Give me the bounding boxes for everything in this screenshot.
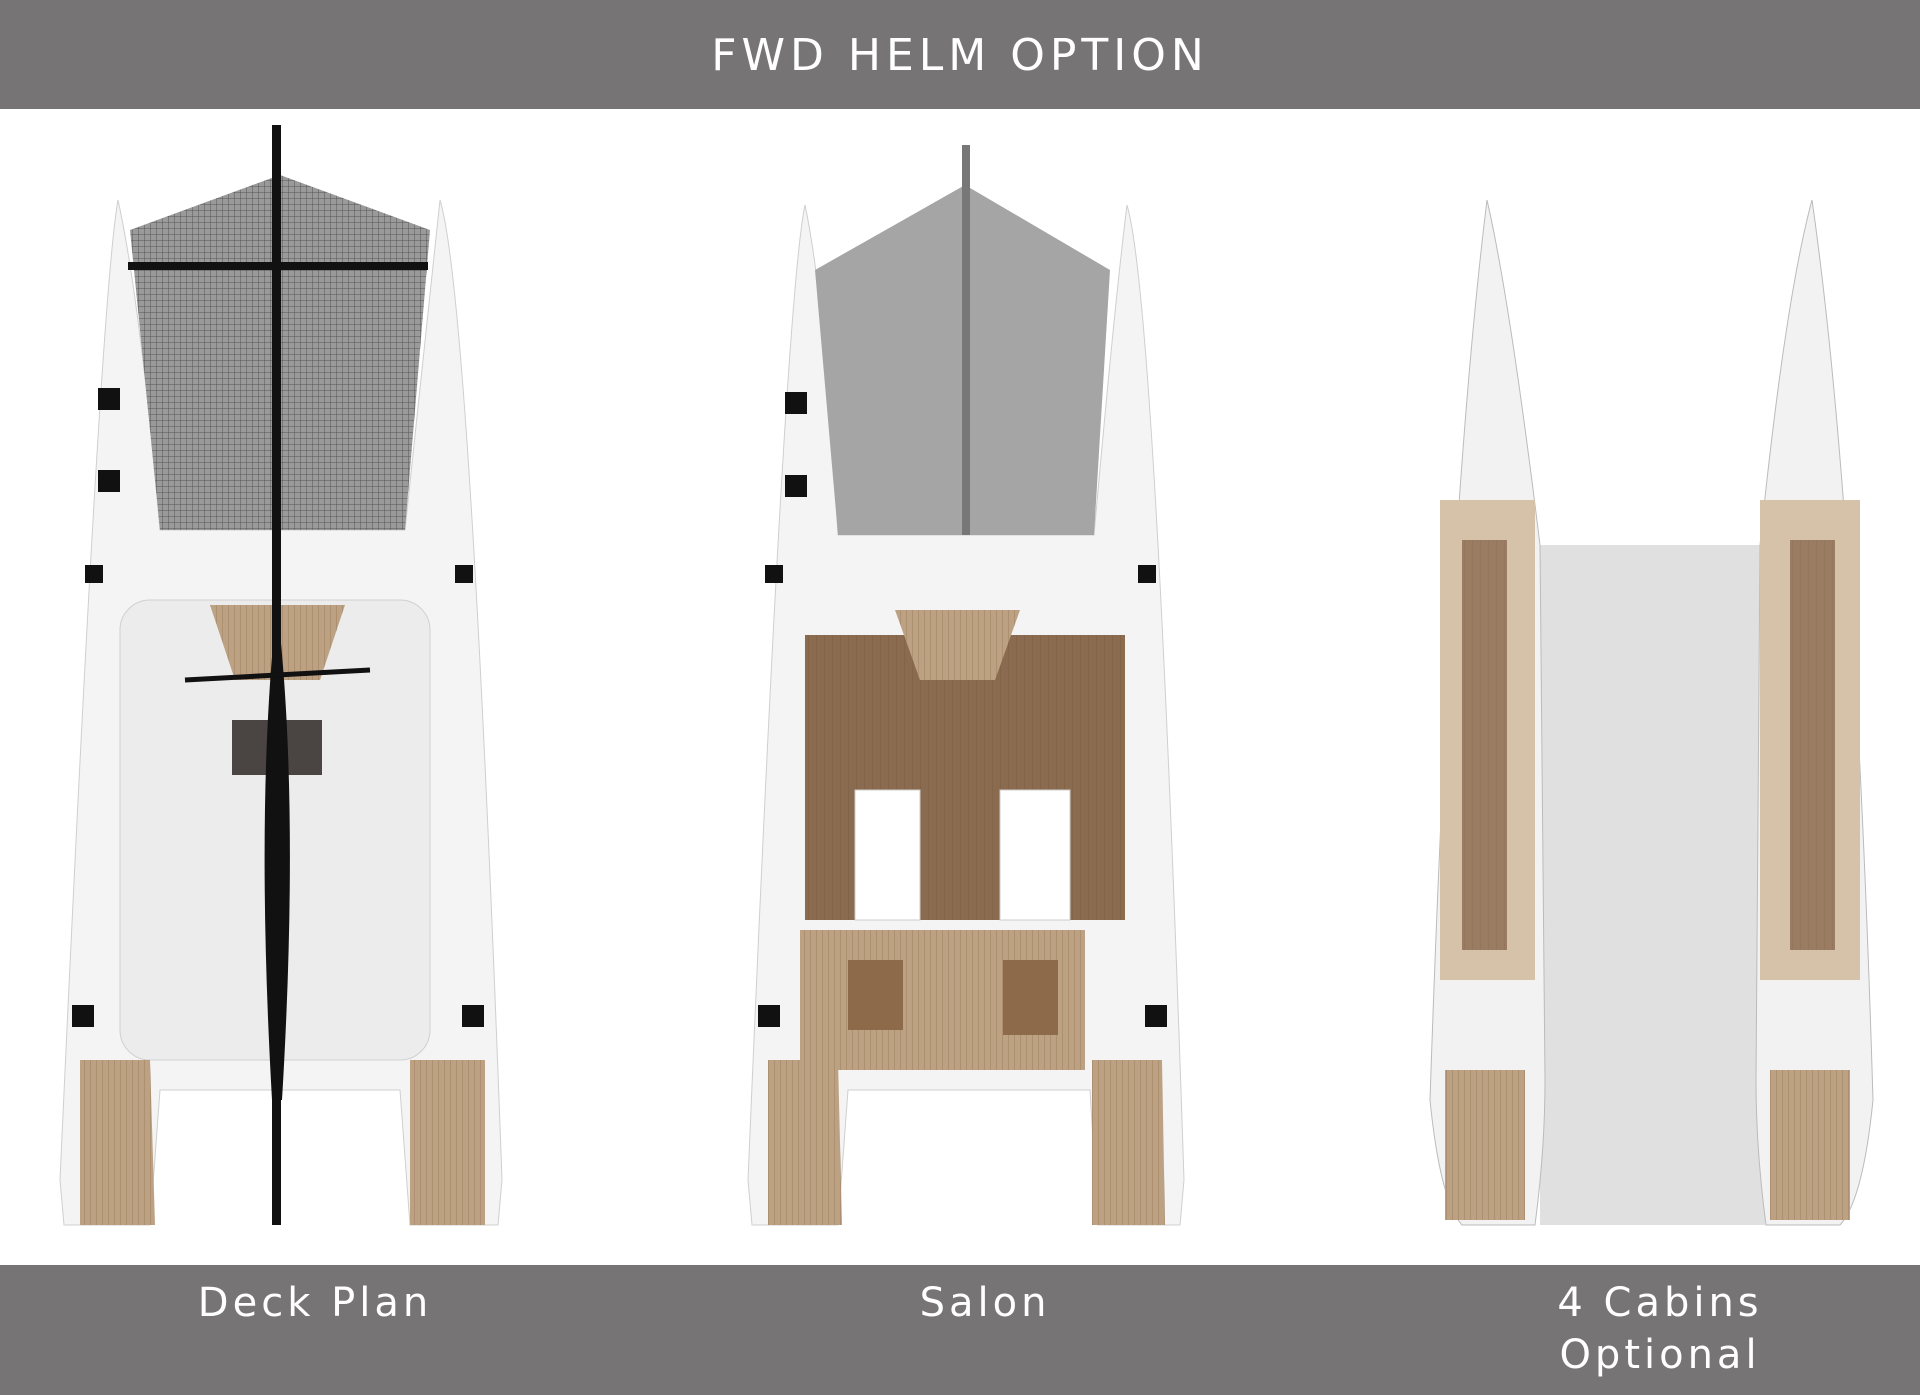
caption-cabins: 4 Cabins Optional — [1500, 1277, 1820, 1381]
cabins-drawing — [1429, 199, 1874, 1226]
layout-drawings — [59, 125, 1874, 1226]
caption-deck-plan: Deck Plan — [197, 1280, 433, 1326]
page-title: FWD HELM OPTION — [711, 30, 1209, 81]
header-bar: FWD HELM OPTION — [0, 0, 1920, 109]
salon-drawing — [747, 145, 1185, 1226]
caption-cabins-line1: 4 Cabins — [1557, 1280, 1763, 1326]
caption-bar: Deck Plan Salon 4 Cabins Optional — [0, 1265, 1920, 1395]
caption-salon: Salon — [919, 1280, 1051, 1326]
deck-plan-drawing — [59, 125, 503, 1226]
caption-cabins-line2: Optional — [1559, 1332, 1761, 1378]
